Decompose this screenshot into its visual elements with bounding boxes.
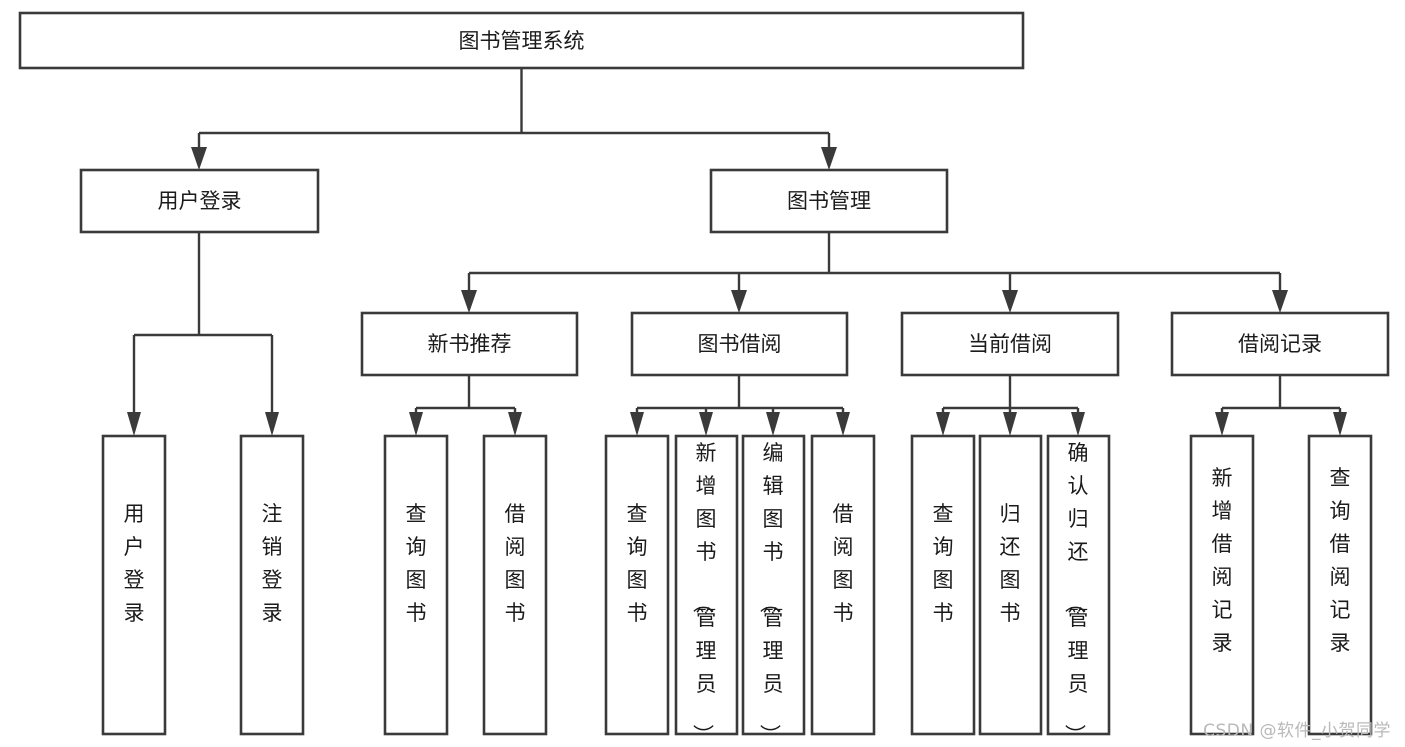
arrow-head-leaf-query-book-1 xyxy=(409,412,423,436)
connector-group-new-book-recommend xyxy=(409,375,522,436)
node-leaf-add-record-label: 新增借阅记录 xyxy=(1212,466,1233,655)
node-leaf-user-login-label: 用户登录 xyxy=(124,502,145,625)
node-leaf-add-book-label: 新增图书（管理员） xyxy=(691,441,717,745)
csdn-watermark: CSDN @软件_小贺同学 xyxy=(1203,721,1391,741)
node-book-borrow[interactable]: 图书借阅 xyxy=(630,311,849,377)
node-leaf-borrow-book-2-label: 借阅图书 xyxy=(833,502,854,625)
arrow-head-leaf-borrow-book-2 xyxy=(836,412,850,436)
node-new-book-recommend-box[interactable] xyxy=(360,311,579,377)
arrow-head-leaf-borrow-book-1 xyxy=(508,412,522,436)
node-book-borrow-box[interactable] xyxy=(630,311,849,377)
arrow-head-leaf-user-login xyxy=(127,412,141,436)
node-leaf-query-book-2[interactable]: 查询图书 xyxy=(604,434,670,736)
node-leaf-query-book-2-box[interactable] xyxy=(604,434,670,736)
node-leaf-add-book[interactable]: 新增图书（管理员） xyxy=(674,434,739,745)
node-leaf-borrow-book-2[interactable]: 借阅图书 xyxy=(810,434,876,736)
node-current-borrow-box[interactable] xyxy=(900,311,1120,377)
node-leaf-query-book-3-label: 查询图书 xyxy=(933,502,954,625)
node-leaf-edit-book-label: 编辑图书（管理员） xyxy=(758,441,784,745)
node-book-manage-box[interactable] xyxy=(709,168,949,234)
node-leaf-query-book-1[interactable]: 查询图书 xyxy=(383,434,449,736)
node-leaf-edit-book-box[interactable] xyxy=(741,434,806,736)
node-leaf-confirm-return-label: 确认归还（管理员） xyxy=(1063,441,1089,745)
node-leaf-add-book-box[interactable] xyxy=(674,434,739,736)
connector-group-borrow-record xyxy=(1215,375,1347,436)
node-user-login[interactable]: 用户登录 xyxy=(79,168,320,234)
node-leaf-query-book-1-label: 查询图书 xyxy=(406,502,427,625)
node-leaf-borrow-book-1[interactable]: 借阅图书 xyxy=(482,434,548,736)
node-new-book-recommend-label: 新书推荐 xyxy=(428,332,512,356)
node-user-login-label: 用户登录 xyxy=(158,189,242,213)
node-leaf-return-book-box[interactable] xyxy=(978,434,1043,736)
node-leaf-confirm-return[interactable]: 确认归还（管理员） xyxy=(1046,434,1111,745)
node-current-borrow[interactable]: 当前借阅 xyxy=(900,311,1120,377)
arrow-head-borrow-record xyxy=(1272,290,1288,313)
node-leaf-query-book-2-label: 查询图书 xyxy=(627,502,648,625)
node-leaf-user-login-box[interactable] xyxy=(101,434,167,736)
node-book-manage[interactable]: 图书管理 xyxy=(709,168,949,234)
node-leaf-query-record[interactable]: 查询借阅记录 xyxy=(1307,434,1373,736)
connector-group-root xyxy=(191,68,837,170)
node-leaf-borrow-book-2-box[interactable] xyxy=(810,434,876,736)
node-leaf-user-logout-label: 注销登录 xyxy=(262,502,283,625)
node-leaf-borrow-book-1-box[interactable] xyxy=(482,434,548,736)
node-book-borrow-label: 图书借阅 xyxy=(698,332,782,356)
arrow-head-leaf-return-book xyxy=(1003,412,1017,436)
node-borrow-record-box[interactable] xyxy=(1170,311,1390,377)
arrow-head-new-book-recommend xyxy=(461,290,477,313)
node-leaf-add-record[interactable]: 新增借阅记录 xyxy=(1189,434,1255,736)
node-borrow-record[interactable]: 借阅记录 xyxy=(1170,311,1390,377)
arrow-head-leaf-query-record xyxy=(1333,412,1347,436)
arrow-head-leaf-query-book-3 xyxy=(936,412,950,436)
node-leaf-return-book-label: 归还图书 xyxy=(1000,502,1021,625)
arrow-head-leaf-add-record xyxy=(1215,412,1229,436)
arrow-head-leaf-add-book xyxy=(699,412,713,436)
node-leaf-confirm-return-box[interactable] xyxy=(1046,434,1111,736)
connector-group-user-login xyxy=(127,232,279,436)
node-leaf-query-record-label: 查询借阅记录 xyxy=(1330,466,1351,655)
node-current-borrow-label: 当前借阅 xyxy=(968,332,1052,356)
arrow-head-leaf-edit-book xyxy=(766,412,780,436)
arrow-head-leaf-confirm-return xyxy=(1071,412,1085,436)
node-leaf-query-record-box[interactable] xyxy=(1307,434,1373,736)
connector-group-current-borrow xyxy=(936,375,1085,436)
connector-group-book-manage xyxy=(461,232,1288,313)
node-leaf-user-logout[interactable]: 注销登录 xyxy=(239,434,305,736)
arrow-head-user-login xyxy=(191,147,207,170)
node-leaf-borrow-book-1-label: 借阅图书 xyxy=(505,502,526,625)
node-leaf-query-book-3[interactable]: 查询图书 xyxy=(910,434,976,736)
arrow-head-leaf-query-book-2 xyxy=(630,412,644,436)
node-leaf-edit-book[interactable]: 编辑图书（管理员） xyxy=(741,434,806,745)
node-user-login-box[interactable] xyxy=(79,168,320,234)
node-root-label: 图书管理系统 xyxy=(459,29,585,53)
node-leaf-query-book-1-box[interactable] xyxy=(383,434,449,736)
connector-group-book-borrow xyxy=(630,375,850,436)
node-leaf-user-logout-box[interactable] xyxy=(239,434,305,736)
node-root-box[interactable] xyxy=(18,11,1025,70)
arrow-head-book-manage xyxy=(821,147,837,170)
arrow-head-book-borrow xyxy=(731,290,747,313)
node-leaf-return-book[interactable]: 归还图书 xyxy=(978,434,1043,736)
node-root[interactable]: 图书管理系统 xyxy=(18,11,1025,70)
node-new-book-recommend[interactable]: 新书推荐 xyxy=(360,311,579,377)
arrow-head-leaf-user-logout xyxy=(265,412,279,436)
node-leaf-user-login[interactable]: 用户登录 xyxy=(101,434,167,736)
node-borrow-record-label: 借阅记录 xyxy=(1238,332,1322,356)
arrow-head-current-borrow xyxy=(1002,290,1018,313)
node-leaf-add-record-box[interactable] xyxy=(1189,434,1255,736)
node-leaf-query-book-3-box[interactable] xyxy=(910,434,976,736)
node-book-manage-label: 图书管理 xyxy=(787,189,871,213)
